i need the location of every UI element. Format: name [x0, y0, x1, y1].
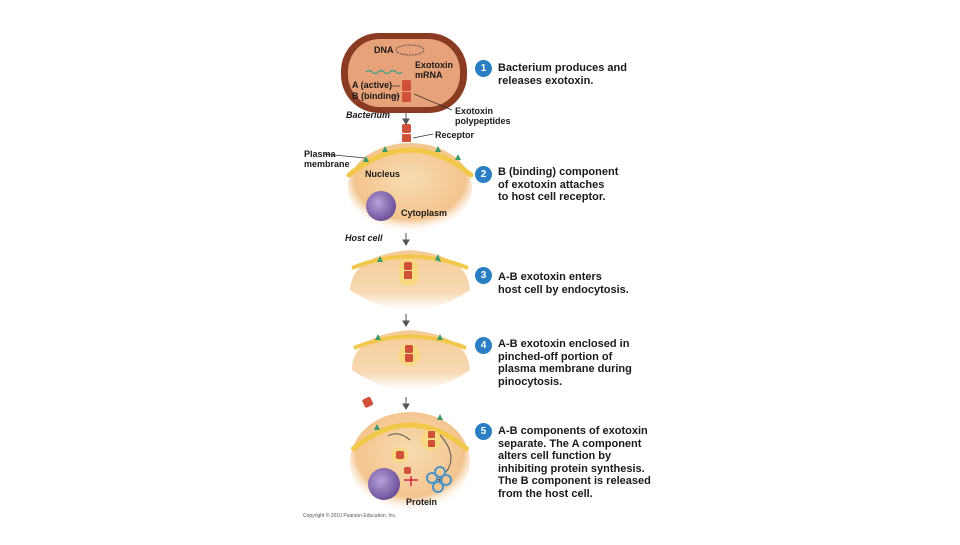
label-exotoxin-mrna: Exotoxin mRNA: [415, 60, 454, 80]
protein-coil: [426, 466, 452, 493]
step-4-text: A-B exotoxin enclosed in pinched-off por…: [498, 338, 632, 388]
host-cell: [323, 143, 474, 233]
label-nucleus: Nucleus: [365, 169, 401, 179]
label-host-cell: Host cell: [345, 233, 383, 243]
label-cytoplasm: Cytoplasm: [401, 208, 448, 218]
step-2-badge: 2: [475, 166, 492, 183]
label-bacterium: Bacterium: [346, 110, 391, 120]
copyright: Copyright © 2010 Pearson Education, Inc.: [303, 513, 397, 519]
label-receptor: Receptor: [435, 130, 475, 140]
label-protein: Protein: [406, 497, 438, 507]
released-b-subunit: [362, 396, 373, 408]
nucleus: [366, 191, 396, 221]
bacterium: [341, 33, 467, 113]
released-exotoxin: [402, 124, 434, 142]
cell-separation: [350, 396, 470, 512]
step-2-text: B (binding) component of exotoxin attach…: [498, 166, 619, 203]
cell-pinocytosis: [352, 330, 470, 390]
step-5-badge: 5: [475, 423, 492, 440]
toxin-a-subunit: [402, 80, 411, 91]
step-4-badge: 4: [475, 337, 492, 354]
step-1-badge: 1: [475, 60, 492, 77]
label-dna: DNA: [374, 45, 394, 55]
step-3-badge: 3: [475, 267, 492, 284]
step-3-text: A-B exotoxin enters host cell by endocyt…: [498, 271, 629, 296]
label-a-active: A (active): [352, 80, 393, 90]
step-5-text: A-B components of exotoxin separate. The…: [498, 425, 651, 500]
label-b-binding: B (binding): [352, 91, 400, 101]
cell-endocytosis: [350, 250, 470, 310]
toxin-b-subunit: [402, 92, 411, 102]
dna-loop: [395, 44, 425, 56]
flow-arrows: [402, 112, 410, 410]
mrna-strand: [365, 69, 403, 75]
label-plasma-membrane: Plasma membrane: [304, 149, 350, 169]
label-exotoxin-polypeptides: Exotoxin polypeptides: [455, 106, 511, 126]
plasma-membrane: [346, 147, 474, 178]
step-1-text: Bacterium produces and releases exotoxin…: [498, 62, 627, 87]
